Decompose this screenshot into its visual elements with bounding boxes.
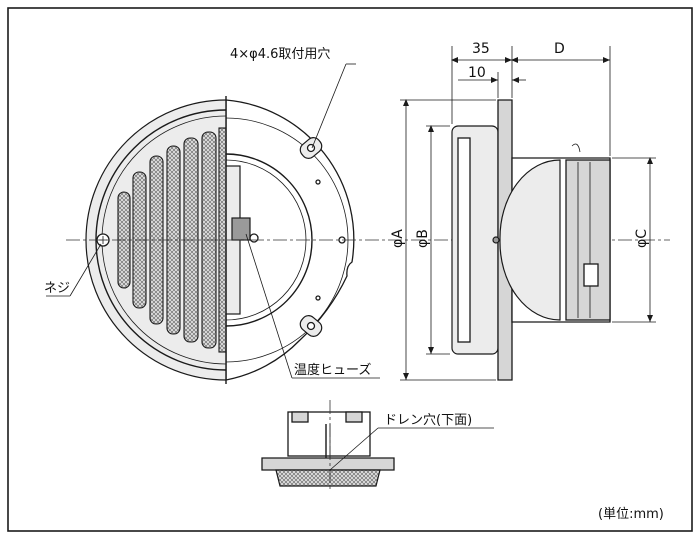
dimension-phi-c: φC — [634, 229, 650, 248]
label-mounting-holes: 4×φ4.6取付用穴 — [230, 47, 330, 62]
label-thermal-fuse: 温度ヒューズ — [294, 362, 371, 378]
drawing-frame — [7, 7, 693, 532]
front-view-flange-half — [226, 99, 355, 381]
dimension-35: 35 — [472, 41, 490, 57]
leader-mounting-holes — [311, 63, 347, 149]
dimension-lines — [400, 46, 656, 381]
dimension-phi-b: φB — [415, 229, 431, 248]
leader-drain-hole — [329, 427, 379, 471]
front-view-cover-half — [85, 99, 226, 381]
leader-screw — [69, 243, 102, 297]
dimension-d: D — [554, 41, 565, 57]
dimension-10: 10 — [468, 65, 486, 81]
dimension-phi-a: φA — [390, 229, 406, 248]
label-drain-hole: ドレン穴(下面) — [384, 413, 472, 428]
label-unit: (単位:mm) — [598, 506, 664, 522]
bottom-view — [261, 400, 395, 492]
louvre-slats — [117, 127, 226, 353]
label-screw: ネジ — [44, 281, 70, 296]
mounting-hole-bottom — [299, 315, 323, 337]
side-view — [451, 99, 611, 381]
leader-thermal-fuse — [245, 233, 293, 379]
